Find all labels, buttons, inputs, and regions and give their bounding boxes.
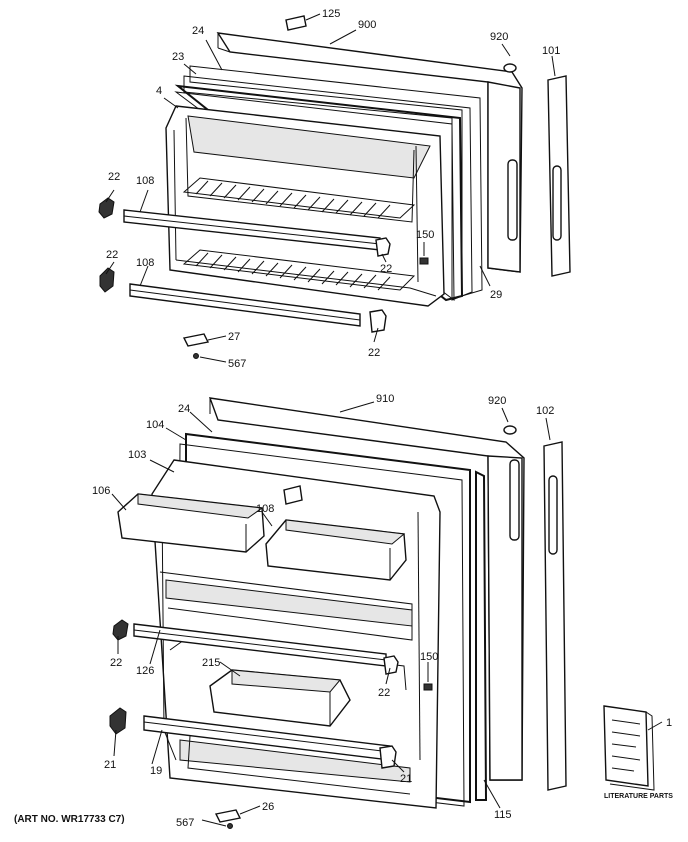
callout-21: 21 xyxy=(400,773,412,785)
callout-22: 22 xyxy=(108,171,120,183)
callout-108: 108 xyxy=(136,175,154,187)
callout-23: 23 xyxy=(172,51,184,63)
callout-4: 4 xyxy=(156,85,162,97)
callout-567: 567 xyxy=(176,817,194,829)
callout-920: 920 xyxy=(488,395,506,407)
callout-24: 24 xyxy=(178,403,190,415)
callout-103: 103 xyxy=(128,449,146,461)
rail-end-cap-icon xyxy=(383,655,399,675)
door-bin-106 xyxy=(117,493,265,553)
callout-126: 126 xyxy=(136,665,154,677)
screw-icon xyxy=(227,823,233,829)
fresh-food-door-handle-slot xyxy=(509,459,520,541)
fresh-food-door-assembly xyxy=(109,397,655,829)
freezer-upper-shelf xyxy=(182,177,416,219)
screw-icon xyxy=(193,353,199,359)
freezer-leader-lines xyxy=(105,13,556,363)
fresh-food-callouts: 910 920 102 24 104 103 106 108 22 126 21… xyxy=(92,393,672,829)
freezer-door-assembly xyxy=(98,15,571,359)
callout-24: 24 xyxy=(192,25,204,37)
freezer-door-handle-slot xyxy=(507,159,518,241)
plug-button-icon xyxy=(503,425,517,435)
callout-22: 22 xyxy=(106,249,118,261)
callout-920: 920 xyxy=(490,31,508,43)
callout-125: 125 xyxy=(322,8,340,20)
callout-215: 215 xyxy=(202,657,220,669)
door-stop-icon xyxy=(419,257,429,265)
callout-19: 19 xyxy=(150,765,162,777)
rail-end-cap-icon xyxy=(379,745,397,769)
art-number: (ART NO. WR17733 C7) xyxy=(14,814,125,825)
literature-packet xyxy=(603,705,655,791)
callout-102: 102 xyxy=(536,405,554,417)
rail-end-cap-icon xyxy=(99,267,115,293)
freezer-lower-shelf xyxy=(182,249,416,291)
callout-29: 29 xyxy=(490,289,502,301)
door-hinge-icon xyxy=(214,809,242,823)
callout-104: 104 xyxy=(146,419,164,431)
door-bin-108 xyxy=(265,519,407,581)
callout-22: 22 xyxy=(380,263,392,275)
fresh-food-leader-lines xyxy=(111,401,663,827)
callout-910: 910 xyxy=(376,393,394,405)
freezer-callouts: 125 900 24 920 101 23 4 22 108 22 108 15… xyxy=(106,8,560,370)
literature-parts-caption: LITERATURE PARTS xyxy=(604,793,673,800)
bin-divider xyxy=(283,485,303,505)
rail-end-cap-icon xyxy=(109,707,127,735)
door-stop-icon xyxy=(423,683,433,691)
door-hinge-icon xyxy=(182,333,210,347)
callout-900: 900 xyxy=(358,19,376,31)
callout-106: 106 xyxy=(92,485,110,497)
rail-end-cap-icon xyxy=(112,619,129,641)
callout-101: 101 xyxy=(542,45,560,57)
callout-22: 22 xyxy=(378,687,390,699)
rail-end-cap-icon xyxy=(375,237,391,257)
callout-115: 115 xyxy=(494,809,512,821)
rail-end-cap-icon xyxy=(369,309,387,333)
callout-1: 1 xyxy=(666,717,672,729)
callout-108: 108 xyxy=(256,503,274,515)
callout-26: 26 xyxy=(262,801,274,813)
plug-button-icon xyxy=(503,63,517,73)
callout-150: 150 xyxy=(416,229,434,241)
callout-27: 27 xyxy=(228,331,240,343)
callout-150: 150 xyxy=(420,651,438,663)
callout-108: 108 xyxy=(136,257,154,269)
callout-22: 22 xyxy=(110,657,122,669)
callout-22: 22 xyxy=(368,347,380,359)
rail-end-cap-icon xyxy=(98,197,115,219)
hinge-cover-icon xyxy=(285,15,307,31)
callout-21: 21 xyxy=(104,759,116,771)
callout-567: 567 xyxy=(228,358,246,370)
